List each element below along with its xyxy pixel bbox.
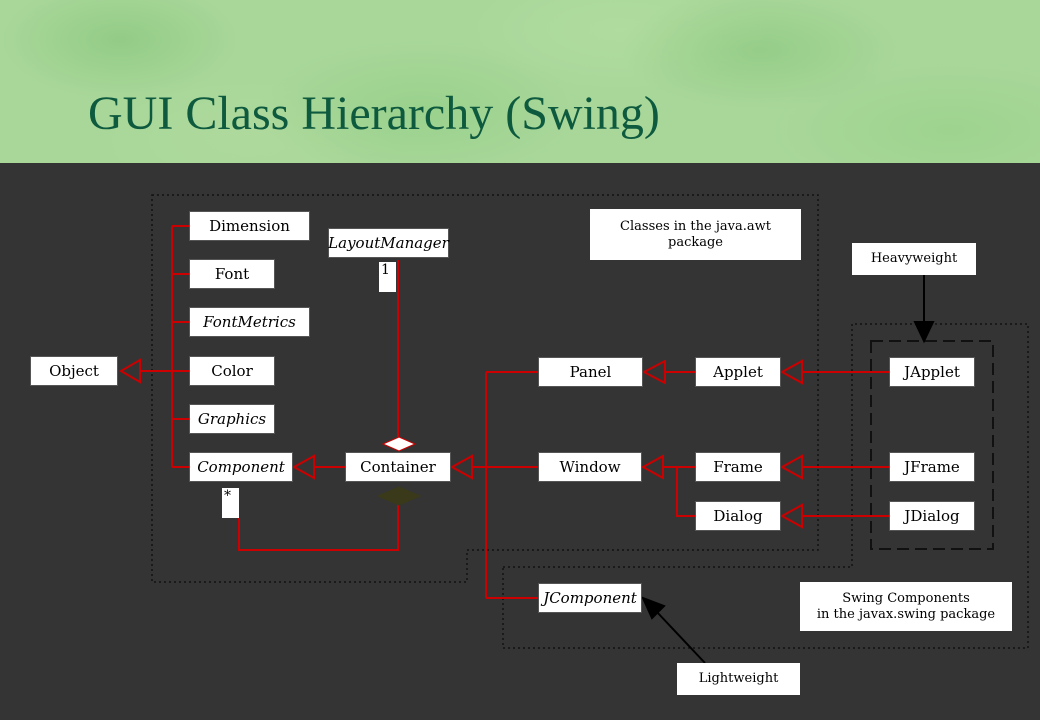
dialog-class-box: Dialog: [695, 501, 781, 531]
graphics-class-box: Graphics: [189, 404, 275, 434]
header-banner: GUI Class Hierarchy (Swing): [0, 0, 1040, 163]
font-class-box: Font: [189, 259, 275, 289]
font-metrics-class-box: FontMetrics: [189, 307, 310, 337]
awt-classes-bus: [140, 225, 189, 468]
frame-class-box: Frame: [695, 452, 781, 482]
swing-note-line-1: Swing Components: [842, 590, 970, 606]
awt-note-line-2: package: [668, 234, 723, 250]
component-class-box: Component: [189, 452, 293, 482]
jdialog-class-box: JDialog: [889, 501, 975, 531]
lightweight-label: Lightweight: [677, 663, 800, 695]
panel-class-box: Panel: [538, 357, 643, 387]
frame-inheritance-arrowhead: [779, 454, 803, 480]
object-inheritance-arrowhead: [119, 358, 141, 384]
heavyweight-group-boundary: [870, 340, 994, 550]
component-composition-diamond: [376, 486, 422, 506]
window-class-box: Window: [538, 452, 642, 482]
jframe-class-box: JFrame: [889, 452, 975, 482]
swing-package-note: Swing Components in the javax.swing pack…: [800, 582, 1012, 631]
jcomponent-class-box: JComponent: [538, 583, 642, 613]
japplet-class-box: JApplet: [889, 357, 975, 387]
component-inheritance-arrowhead: [291, 454, 315, 480]
awt-package-boundary: [151, 194, 819, 583]
dimension-class-box: Dimension: [189, 211, 310, 241]
awt-note-line-1: Classes in the java.awt: [620, 218, 771, 234]
layout-manager-class-box: LayoutManager: [328, 228, 449, 258]
heavyweight-pointer-arrowhead: [913, 321, 935, 344]
heavyweight-label: Heavyweight: [852, 243, 976, 275]
applet-class-box: Applet: [695, 357, 781, 387]
window-inheritance-arrowhead: [640, 454, 664, 480]
object-class-box: Object: [30, 356, 118, 386]
lightweight-pointer-line: [655, 610, 706, 664]
container-inheritance-arrowhead: [449, 454, 473, 480]
panel-inheritance-arrowhead: [641, 359, 666, 385]
dialog-inheritance-arrowhead: [779, 503, 803, 529]
component-aggregation-line: [238, 505, 399, 551]
component-multiplicity-label: *: [222, 488, 239, 518]
color-class-box: Color: [189, 356, 275, 386]
lightweight-pointer-arrowhead: [641, 596, 666, 620]
applet-inheritance-arrowhead: [779, 359, 803, 385]
dialog-to-window-line: [676, 467, 695, 517]
awt-package-note: Classes in the java.awt package: [590, 209, 801, 260]
layout-multiplicity-label: 1: [379, 262, 396, 292]
container-class-box: Container: [345, 452, 451, 482]
layout-aggregation-diamond: [381, 436, 417, 452]
swing-note-line-2: in the javax.swing package: [816, 606, 996, 622]
container-children-bus: [472, 371, 538, 599]
page-title: GUI Class Hierarchy (Swing): [88, 87, 660, 140]
swing-package-boundary: [502, 323, 1029, 649]
